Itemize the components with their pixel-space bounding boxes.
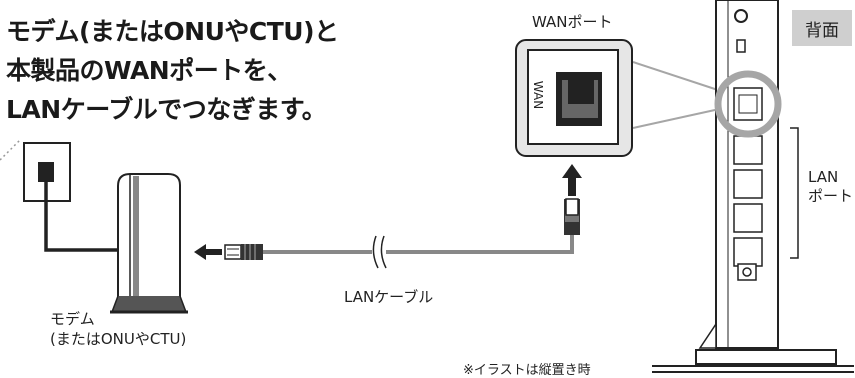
lan-port-icon xyxy=(733,237,763,267)
wall-outlet xyxy=(23,142,71,202)
dc-jack-icon xyxy=(737,263,757,281)
wan-port-text: WAN xyxy=(531,80,546,110)
wall-to-modem-cable xyxy=(44,178,150,252)
headline-line-1: モデム(またはONUやCTU)と xyxy=(6,17,339,46)
wan-port-title: WANポート xyxy=(532,13,613,31)
decorative-dashes xyxy=(0,139,21,161)
lan-cable-label: LANケーブル xyxy=(344,288,434,306)
router-side-connector xyxy=(564,198,580,235)
modem-side-connector xyxy=(224,244,263,260)
lan-port-label-line-2: ポート xyxy=(808,187,854,205)
headline-line-3: LANケーブルでつなぎます。 xyxy=(6,95,327,124)
headline-line-2: 本製品のWANポートを、 xyxy=(6,56,292,85)
status-icon xyxy=(736,39,746,53)
arrow-to-modem xyxy=(194,244,222,260)
modem-label: モデム (またはONUやCTU) xyxy=(50,309,186,349)
wan-port-highlight xyxy=(714,70,782,138)
instruction-headline: モデム(またはONUやCTU)と 本製品のWANポートを、 LANケーブルでつな… xyxy=(6,12,339,129)
callout-lines xyxy=(632,61,725,129)
back-side-badge: 背面 xyxy=(792,10,852,46)
lan-cable xyxy=(263,235,574,269)
illustration-note: ※イラストは縦置き時 xyxy=(463,363,591,378)
router-stand xyxy=(695,349,837,365)
wan-callout-box xyxy=(515,39,633,157)
modem-device xyxy=(110,173,188,314)
lan-port-label-line-1: LAN xyxy=(808,168,839,186)
lan-port-icon xyxy=(733,203,763,233)
lan-port-icon xyxy=(733,135,763,165)
power-led-icon xyxy=(734,9,748,23)
lan-ports-bracket xyxy=(790,127,799,259)
modem-label-line-2: (またはONUやCTU) xyxy=(50,330,187,348)
lan-port-icon xyxy=(733,169,763,199)
router-device xyxy=(652,0,854,373)
lan-port-label: LAN ポート xyxy=(808,168,853,206)
arrow-up-to-router xyxy=(562,164,582,196)
modem-label-line-1: モデム xyxy=(50,310,95,328)
